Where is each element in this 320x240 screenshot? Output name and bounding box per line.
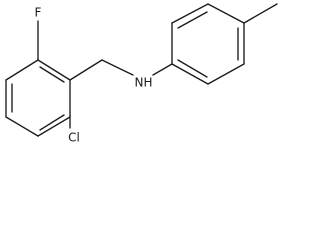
amine-hydrogen-label: H: [143, 76, 152, 90]
bond-ch2-to-n: [101, 59, 134, 76]
bond-ring-to-ch2: [69, 59, 103, 81]
bond-tolyl-double-inner-3: [177, 59, 208, 78]
bond-ring-lower-right-to-bottom: [37, 116, 71, 137]
amine-nitrogen-label: N: [135, 76, 144, 90]
bond-tolyl-bottom-to-lower-left: [171, 63, 209, 85]
bond-tolyl-lower-right-to-bottom: [207, 63, 245, 85]
bond-tolyl-to-methyl: [243, 3, 278, 24]
bond-ring-upper-left-to-top: [5, 59, 39, 81]
bond-tolyl-top-to-upper-right: [207, 3, 245, 24]
chemical-structure-diagram: F N H Cl: [5, 3, 278, 145]
bond-ring-top-to-upper-right: [37, 59, 71, 81]
bond-ring-bottom-to-lower-left: [5, 116, 39, 137]
fluorine-atom-label: F: [35, 6, 42, 20]
bond-ring-double-inner-1: [39, 66, 65, 83]
atom-labels: F N H Cl: [35, 6, 153, 145]
bond-tolyl-upper-left-to-top: [171, 3, 209, 24]
bond-ring-double-inner-2: [39, 114, 65, 131]
bond-n-to-ring: [152, 63, 173, 76]
bond-tolyl-double-inner-1: [177, 11, 208, 29]
p-tolyl-ring: [152, 3, 278, 85]
chlorine-atom-label: Cl: [68, 131, 80, 145]
fluorochlorobenzyl-ring: [5, 20, 71, 137]
methylene-linker: [69, 59, 134, 81]
